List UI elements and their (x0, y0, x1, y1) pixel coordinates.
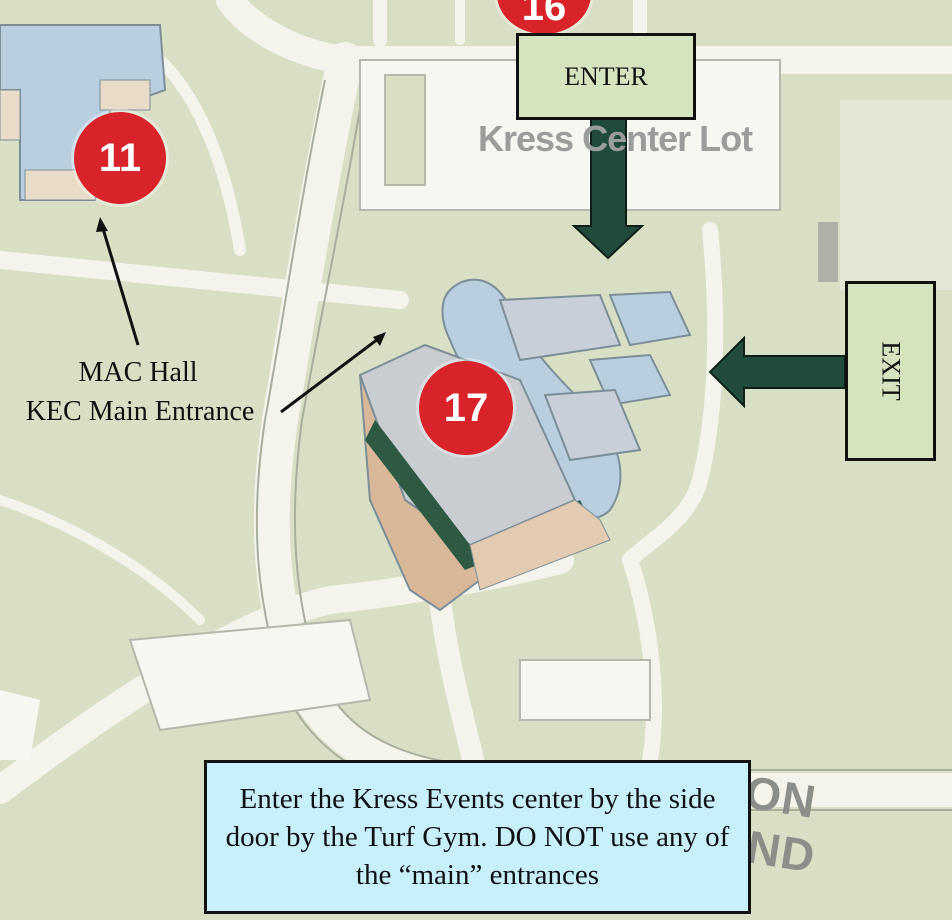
enter-sign-text: ENTER (564, 61, 648, 91)
enter-arrow (571, 117, 645, 260)
map-marker-17-number: 17 (443, 385, 489, 430)
map-marker-16-number: 16 (521, 0, 567, 29)
field-structure (818, 222, 838, 282)
mac-hall-annotation: MAC Hall (78, 357, 198, 388)
exit-arrow (708, 335, 846, 409)
lower-parking (128, 618, 372, 732)
parking-island (384, 74, 426, 186)
exit-sign-text: EXIT (876, 341, 906, 401)
mac-hall-pointer (99, 221, 140, 346)
map-marker-17: 17 (419, 361, 513, 455)
map-marker-11-number: 11 (98, 135, 142, 180)
mac-hall-building (0, 24, 167, 201)
turf-field (840, 100, 952, 290)
mac-hall-pointer-head (96, 217, 108, 232)
kec-main-pointer (280, 334, 383, 414)
edge-lot (0, 690, 40, 760)
instruction-note: Enter the Kress Events center by the sid… (204, 760, 751, 914)
parking-lot-label: Kress Center Lot (478, 118, 753, 159)
enter-sign: ENTER (516, 33, 696, 120)
kec-main-pointer-head (373, 332, 386, 346)
instruction-note-text: Enter the Kress Events center by the sid… (225, 783, 730, 891)
exit-sign: EXIT (845, 281, 936, 461)
map-marker-11: 11 (74, 112, 166, 204)
small-lot (519, 659, 651, 721)
kress-events-center-building (358, 278, 692, 612)
kec-main-entrance-annotation: KEC Main Entrance (25, 396, 255, 427)
